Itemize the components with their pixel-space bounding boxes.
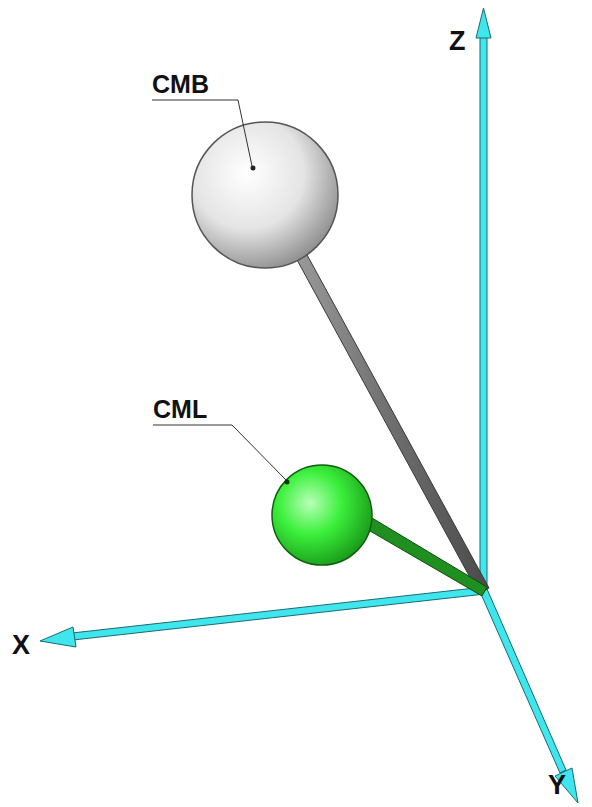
x-axis bbox=[40, 587, 485, 647]
leader-line bbox=[152, 100, 252, 166]
y-axis bbox=[481, 589, 578, 803]
cml-point bbox=[285, 480, 290, 485]
leader-line bbox=[153, 425, 286, 480]
callout-label: CMB bbox=[152, 72, 209, 97]
axis-label: Y bbox=[548, 772, 566, 799]
cmb-sphere bbox=[192, 122, 338, 268]
cmb-point bbox=[251, 166, 256, 171]
z-axis bbox=[476, 8, 491, 592]
callout-label: CML bbox=[153, 397, 207, 422]
axis-label: Z bbox=[449, 28, 466, 55]
green-rod bbox=[358, 512, 487, 596]
cml-sphere bbox=[272, 465, 372, 565]
axis-label: X bbox=[12, 632, 30, 659]
